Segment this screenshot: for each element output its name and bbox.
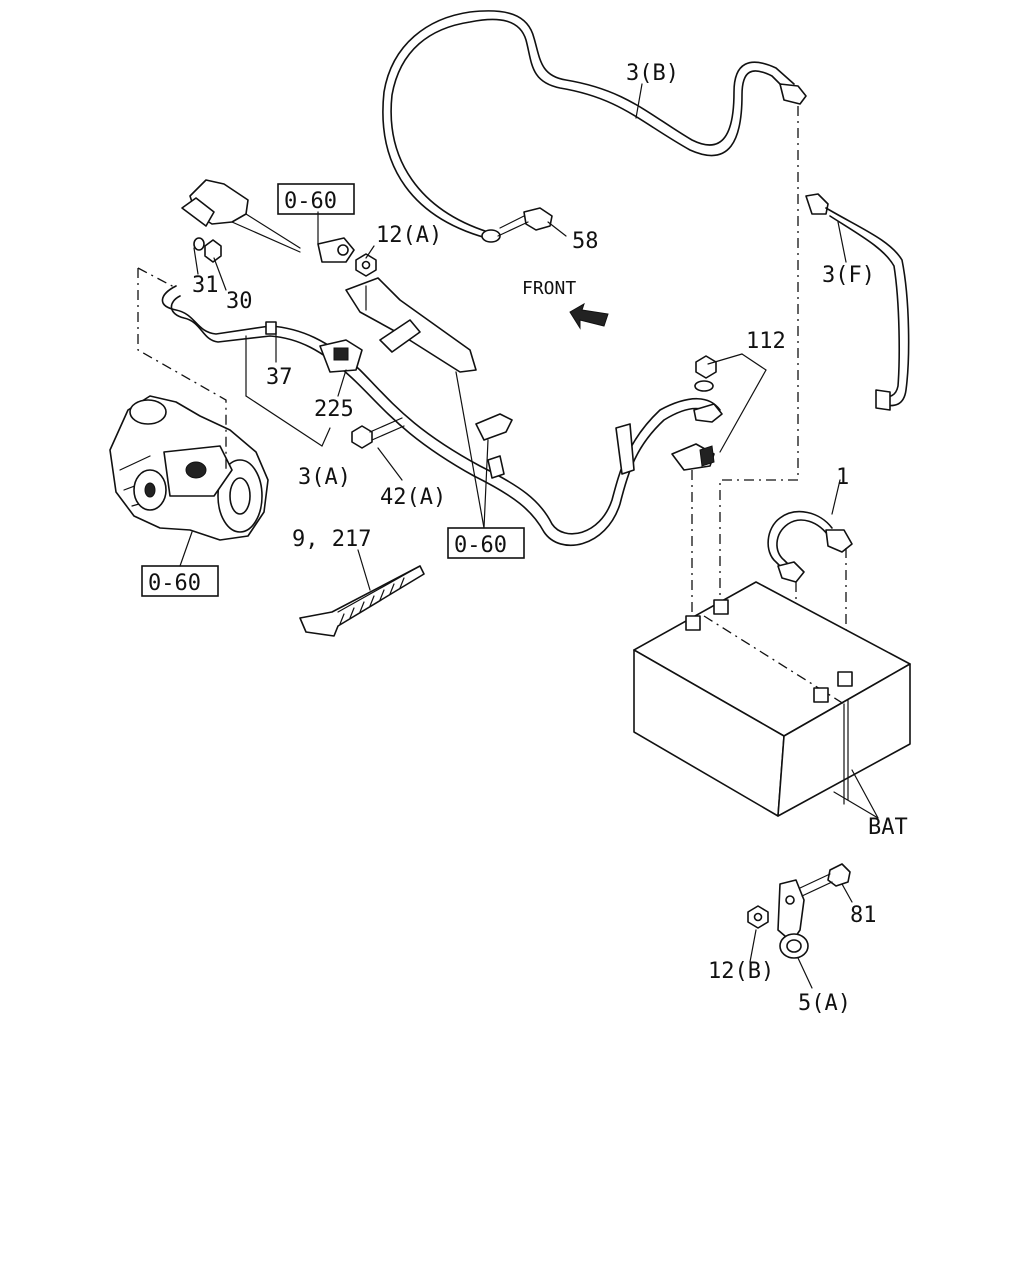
label-cable-3b: 3(B) (626, 61, 679, 86)
cable-3b (382, 10, 807, 243)
label-cable-3f: 3(F) (822, 263, 875, 288)
nut-12a (355, 253, 377, 277)
cable-3f (805, 193, 910, 411)
starter-motor (109, 395, 269, 541)
label-cable-3a: 3(A) (298, 465, 351, 490)
label-clamp-5a: 5(A) (798, 991, 851, 1016)
battery (633, 581, 911, 817)
label-band-9-217: 9, 217 (292, 527, 371, 552)
nut-30 (204, 239, 222, 263)
label-clip-225: 225 (314, 397, 354, 422)
shield-cover (181, 179, 301, 253)
clamp-5a (777, 879, 809, 959)
terminal-112 (671, 355, 723, 471)
front-arrow-icon (569, 302, 609, 330)
ref-box-mid (447, 527, 525, 559)
mounting-bracket (345, 277, 477, 373)
leader-lines (137, 83, 879, 989)
label-front: FRONT (522, 278, 576, 299)
ref-label-mid: 0-60 (454, 533, 507, 558)
label-terminal-112: 112 (746, 329, 786, 354)
label-bolt-58: 58 (572, 229, 599, 254)
harness-clip (475, 413, 513, 441)
label-bolt-42a: 42(A) (380, 485, 446, 510)
label-nut-12b: 12(B) (708, 959, 774, 984)
label-battery: BAT (868, 815, 908, 840)
nut-12b (747, 905, 769, 929)
ref-label-starter: 0-60 (148, 571, 201, 596)
bolt-81 (799, 863, 851, 897)
label-cable-1: 1 (836, 465, 849, 490)
label-clip-37: 37 (266, 365, 293, 390)
bolt-58 (497, 207, 553, 237)
label-bolt-81: 81 (850, 903, 877, 928)
washer-31 (193, 237, 205, 251)
cable-bracket-top (317, 237, 355, 263)
bolt-42a (351, 417, 405, 449)
label-nut-12a: 12(A) (376, 223, 442, 248)
cable-3a (161, 285, 721, 546)
ref-box-starter (141, 565, 219, 597)
clip-225 (319, 339, 363, 373)
band-9-217 (299, 565, 425, 637)
label-nut-30: 30 (226, 289, 253, 314)
label-washer-31: 31 (192, 273, 219, 298)
cable-1 (767, 510, 853, 583)
ref-label-top: 0-60 (284, 189, 337, 214)
ref-box-top (277, 183, 355, 215)
